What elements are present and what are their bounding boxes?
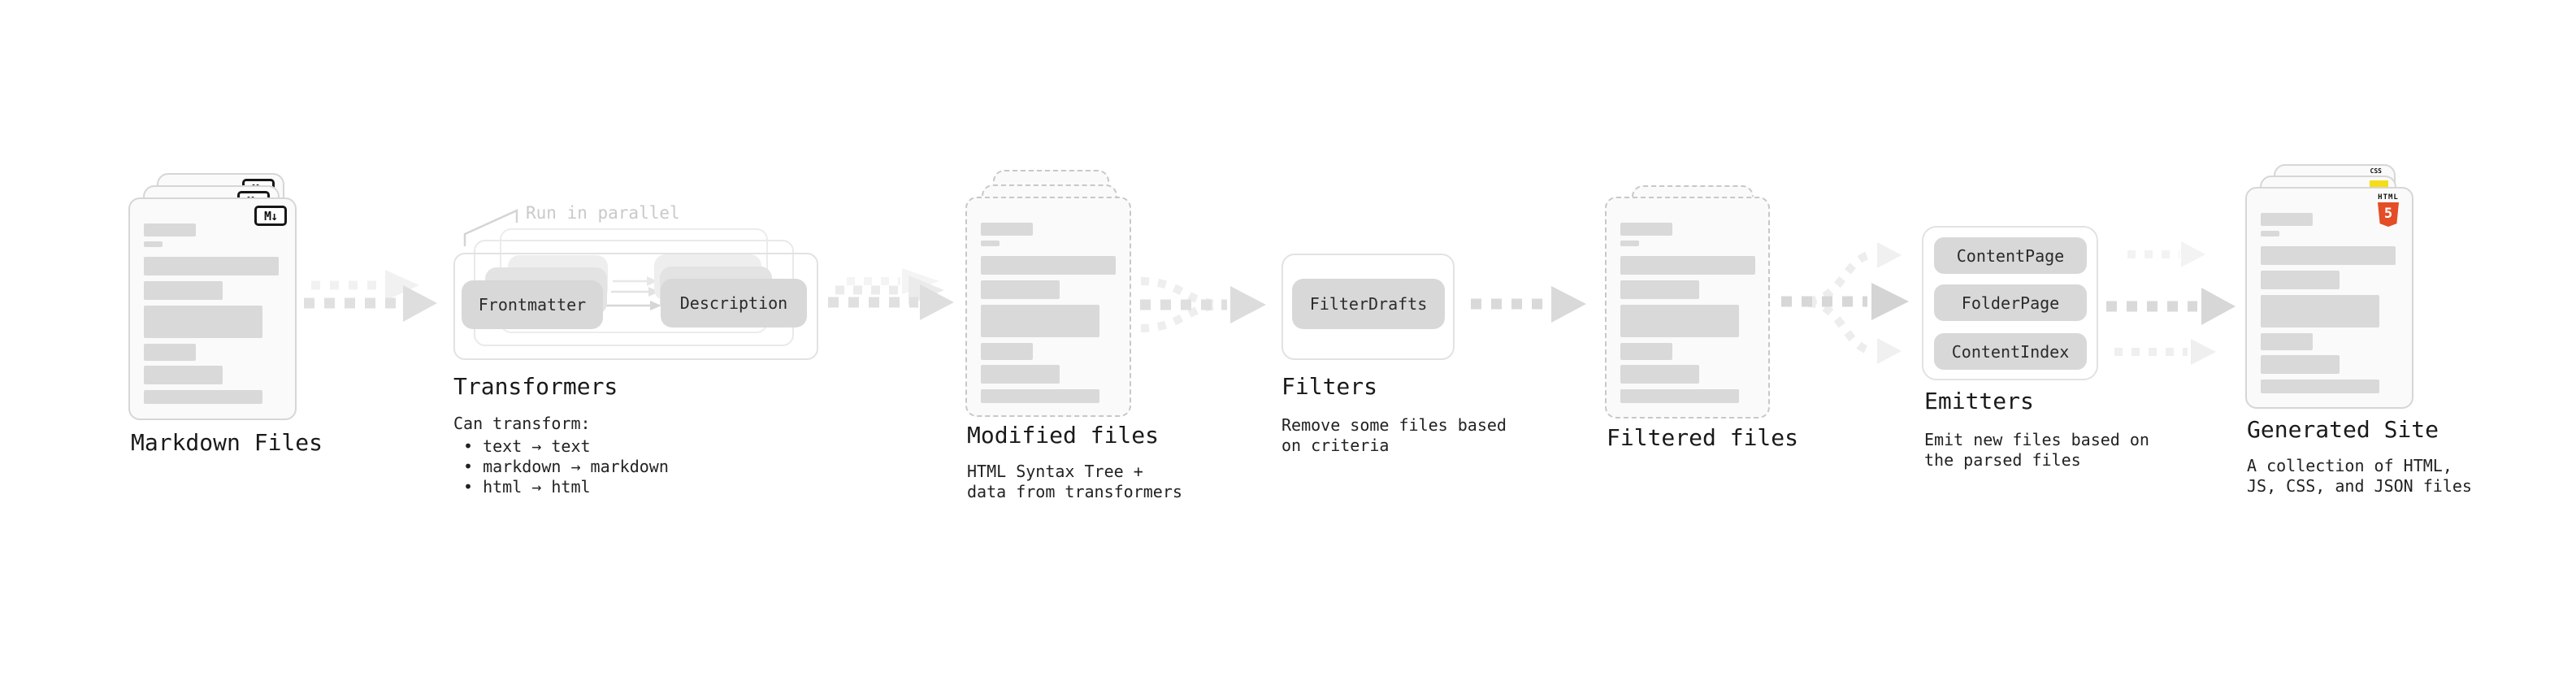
transformers-bullet-3: • html → html <box>463 477 591 497</box>
emitters-sublabel: Emit new files based on the parsed files <box>1924 430 2149 470</box>
modified-file-card-front <box>965 197 1131 417</box>
modified-files-sublabel: HTML Syntax Tree + data from transformer… <box>967 462 1182 501</box>
emitters-label: Emitters <box>1924 388 2034 414</box>
filterdrafts-chip: FilterDrafts <box>1292 279 1445 329</box>
modified-files-label: Modified files <box>967 422 1160 449</box>
site-file-card-front: HTML 5 <box>2245 187 2413 409</box>
html5-icon: HTML 5 <box>2375 194 2401 227</box>
arrow-filters-to-filtered <box>1471 286 1586 323</box>
generated-site-sublabel: A collection of HTML, JS, CSS, and JSON … <box>2247 456 2472 496</box>
folderpage-chip: FolderPage <box>1934 284 2087 321</box>
contentindex-chip: ContentIndex <box>1934 333 2087 370</box>
markdown-file-card-front: M↓ <box>128 197 297 420</box>
filtered-files-label: Filtered files <box>1607 424 1799 451</box>
js-icon <box>2370 180 2388 189</box>
file-content-placeholder <box>981 223 1116 403</box>
file-content-placeholder <box>2261 213 2396 393</box>
file-content-placeholder <box>144 223 279 404</box>
file-content-placeholder <box>1620 223 1755 403</box>
transformers-label: Transformers <box>453 373 618 400</box>
filters-sublabel: Remove some files based on criteria <box>1281 415 1507 455</box>
description-chip: Description <box>661 279 807 327</box>
transformers-box-front <box>453 253 818 360</box>
filtered-file-card-front <box>1605 197 1770 419</box>
markdown-icon: M↓ <box>254 206 287 226</box>
arrow-transformers-to-modified <box>828 268 954 320</box>
contentpage-chip: ContentPage <box>1934 237 2087 274</box>
markdown-files-label: Markdown Files <box>131 429 323 456</box>
transformers-bullet-1: • text → text <box>463 436 591 456</box>
transformers-subtitle: Can transform: <box>453 414 591 433</box>
arrow-modified-to-filters <box>1140 277 1266 332</box>
parallel-run-arrows <box>606 276 661 310</box>
note-bracket <box>463 209 518 246</box>
arrow-emitters-to-site <box>2106 241 2236 365</box>
run-in-parallel-note: Run in parallel <box>526 203 680 223</box>
arrow-filtered-to-emitters <box>1781 242 1909 364</box>
frontmatter-chip: Frontmatter <box>462 280 603 329</box>
transformers-bullet-2: • markdown → markdown <box>463 457 669 476</box>
filters-label: Filters <box>1281 373 1378 400</box>
generated-site-label: Generated Site <box>2247 416 2439 443</box>
arrow-markdown-to-transformers <box>304 270 437 322</box>
